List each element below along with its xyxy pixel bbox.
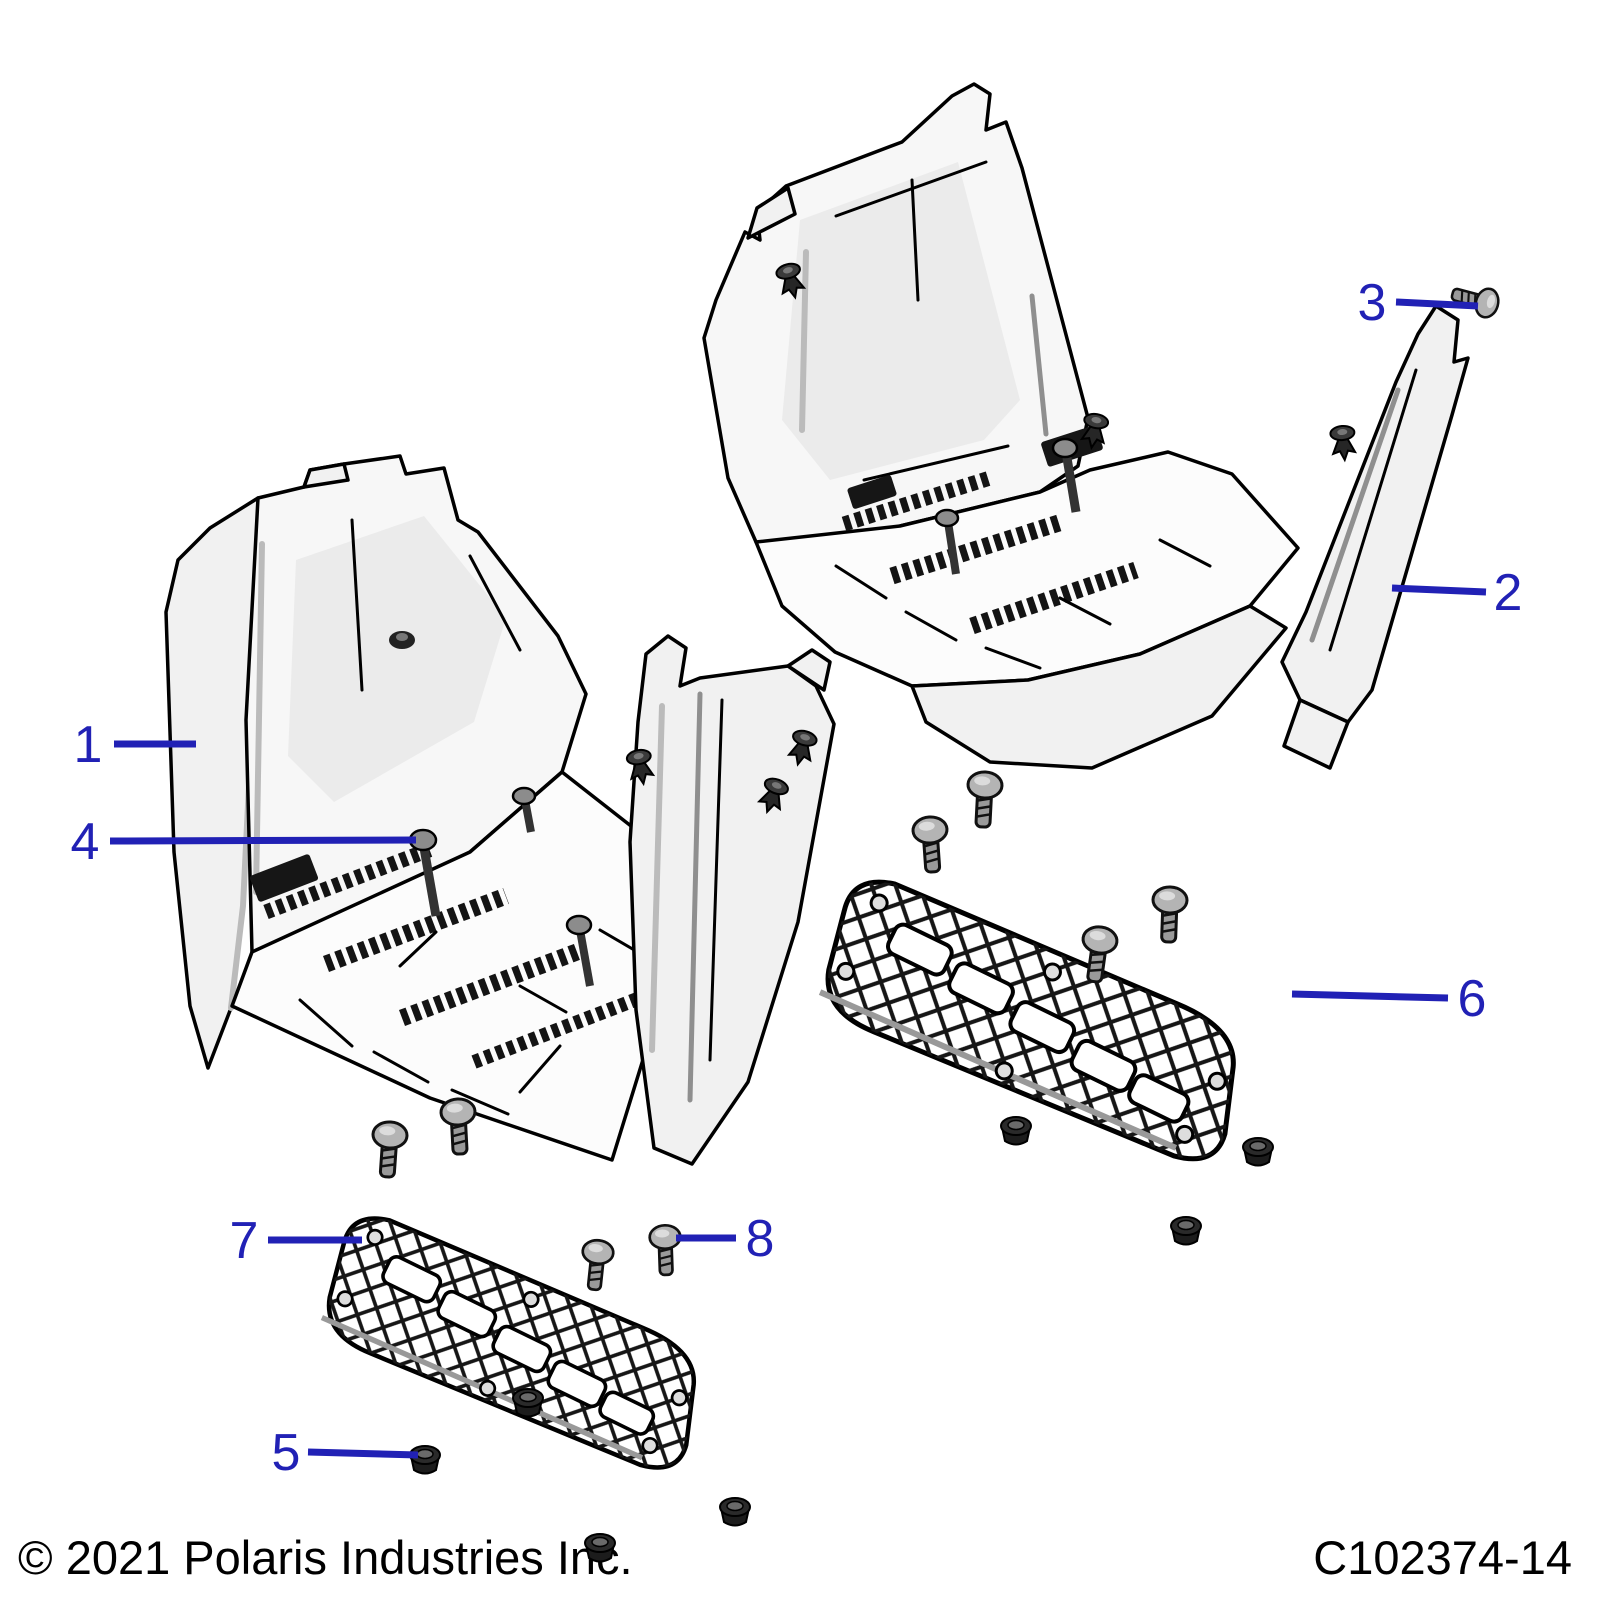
- screw-fastener: [438, 1096, 479, 1157]
- callout-5-number: 5: [272, 1424, 301, 1482]
- flange-nut: [1000, 1116, 1032, 1146]
- callout-4-number: 4: [71, 813, 100, 871]
- screw-fastener: [910, 814, 952, 875]
- left-footwell-top-tab: [302, 462, 350, 489]
- callout-8-number: 8: [746, 1210, 775, 1268]
- callout-5-leader: [307, 1448, 419, 1459]
- callout-1-number: 1: [74, 716, 103, 774]
- right-footwell-top-tab: [746, 186, 797, 240]
- left-footwell-wing-panel: [628, 634, 836, 1166]
- flange-nut: [719, 1497, 751, 1527]
- callout-5: 5: [272, 1424, 419, 1482]
- callout-2-number: 2: [1494, 564, 1523, 622]
- right-footwell-wing-detail: [1282, 368, 1418, 770]
- callout-7-number: 7: [230, 1212, 259, 1270]
- left-footwell-part: [164, 454, 836, 1166]
- push-clip-fastener: [1328, 424, 1358, 462]
- right-footwell-floor: [754, 450, 1300, 688]
- left-footwell-back-detail: [253, 518, 522, 895]
- flange-nut: [409, 1445, 441, 1475]
- callout-6-leader: [1291, 990, 1449, 1002]
- left-footwell-floor-ribs: [298, 928, 650, 1116]
- right-footwell-part: [702, 82, 1470, 770]
- right-footwell-wing-panel: [1280, 304, 1470, 724]
- screw-fastener: [577, 1237, 616, 1293]
- part-code-text: C102374-14: [1313, 1531, 1572, 1584]
- screw-fastener: [647, 1223, 683, 1277]
- callout-6-number: 6: [1458, 970, 1487, 1028]
- callout-3-leader: [1395, 298, 1479, 310]
- callout-4: 4: [71, 813, 417, 871]
- callout-4-leader: [109, 836, 417, 845]
- flange-nut: [1242, 1137, 1274, 1167]
- callout-2-leader: [1391, 584, 1487, 596]
- screw-fastener: [368, 1119, 410, 1180]
- flange-nut: [1170, 1216, 1202, 1246]
- callout-6: 6: [1291, 970, 1487, 1028]
- callout-7: 7: [230, 1212, 362, 1270]
- left-footwell-treads: [249, 840, 643, 1069]
- callout-2: 2: [1391, 564, 1523, 622]
- screw-fastener: [1447, 278, 1503, 322]
- right-footrest-plate: [801, 854, 1268, 1190]
- flange-nut: [512, 1388, 544, 1418]
- screw-fastener: [964, 769, 1005, 830]
- callout-8: 8: [676, 1210, 774, 1268]
- callout-1: 1: [74, 716, 196, 774]
- left-footwell-floor-bolts: [408, 786, 594, 987]
- right-footwell-floor-bolt: [934, 437, 1081, 575]
- flange-nut: [584, 1533, 616, 1563]
- screw-fastener: [1150, 884, 1189, 945]
- right-footwell-front-apron: [910, 604, 1288, 770]
- callout-3: 3: [1358, 274, 1479, 332]
- right-footwell-detail-lines: [799, 160, 1049, 482]
- right-footwell-floor-ribs: [834, 538, 1212, 670]
- left-footwell-wing-detail: [649, 648, 832, 1103]
- copyright-text: © 2021 Polaris Industries Inc.: [18, 1531, 633, 1584]
- callout-3-number: 3: [1358, 274, 1387, 332]
